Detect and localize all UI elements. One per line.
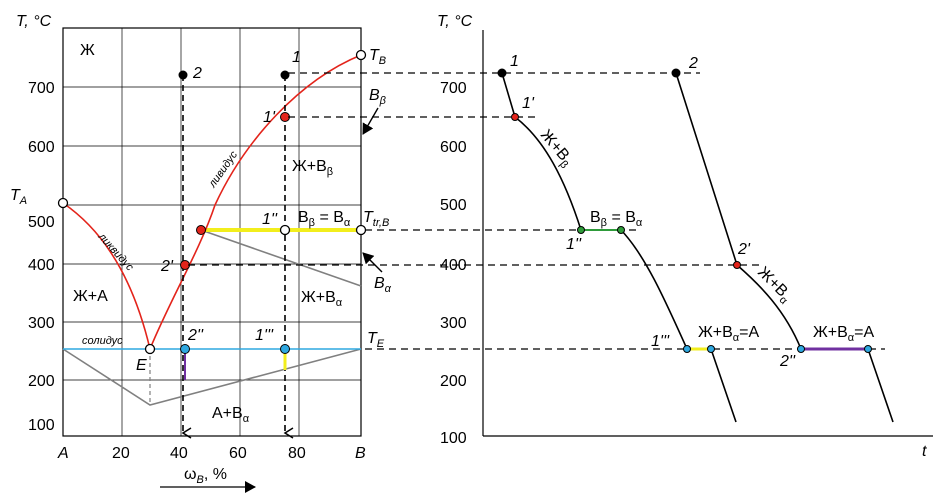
right-y-tick: 100 — [440, 430, 467, 447]
Balpha-pointer-arrow — [362, 252, 383, 273]
phase-liquid-Balpha-label: Ж+Bα — [301, 289, 343, 309]
point-2p-label: 2' — [160, 258, 174, 275]
point-1ppp-blue — [280, 344, 290, 354]
right-y-tick: 300 — [440, 315, 467, 332]
point-2pp-blue — [180, 344, 190, 354]
left-grid — [63, 28, 361, 436]
beta-alpha-solvus-line — [200, 229, 362, 287]
liquidus-left-label: ликвидус — [95, 230, 136, 274]
right-y-tick: 200 — [440, 373, 467, 390]
right-point-2p-label: 2' — [737, 241, 751, 258]
right-point-blue-end-2 — [864, 345, 872, 353]
left-x-tick: 40 — [170, 445, 188, 462]
left-x-tick: 60 — [229, 445, 247, 462]
right-transition-equality-label: Bβ = Bα — [590, 209, 643, 229]
TA-label: TA — [10, 187, 27, 207]
point-1p-label: 1' — [263, 109, 276, 126]
left-y-tick: 300 — [28, 315, 55, 332]
beta-transition-red-point — [196, 225, 206, 235]
segment-liquid-Bbeta-label: Ж+Bβ — [535, 127, 577, 171]
right-y-tick: 700 — [440, 80, 467, 97]
point-2pp-label: 2'' — [187, 327, 204, 344]
phase-liquid-Bbeta-label: Ж+Bβ — [292, 158, 333, 178]
right-y-tick-labels: 700 600 500 400 300 200 100 — [440, 80, 467, 447]
left-x-tick-labels: A 20 40 60 80 B — [57, 445, 366, 462]
right-point-green-end — [617, 226, 625, 234]
right-y-tick: 500 — [440, 197, 467, 214]
point-1-black — [280, 70, 290, 80]
point-1-label: 1 — [292, 49, 301, 66]
right-point-2-label: 2 — [688, 55, 698, 72]
point-1pp-open — [279, 224, 291, 236]
right-point-1ppp-blue — [683, 345, 691, 353]
left-x-tick: 80 — [288, 445, 306, 462]
right-point-2pp-blue — [797, 345, 805, 353]
right-point-1pp-green — [577, 226, 585, 234]
right-point-1p-red — [511, 113, 519, 121]
liquidus-left-curve — [62, 202, 151, 350]
TA-open-point — [57, 197, 69, 209]
Bbeta-pointer-arrow — [362, 107, 379, 135]
solidus-label: солидус — [82, 335, 123, 347]
left-y-tick: 100 — [28, 417, 55, 434]
right-point-2pp-label: 2'' — [779, 353, 796, 370]
left-phase-diagram: T, °C 700 600 500 400 300 200 100 A 20 4… — [10, 13, 392, 493]
right-x-axis-title: t — [922, 443, 927, 460]
right-point-1pp-label: 1'' — [566, 236, 582, 253]
left-x-tick: 20 — [112, 445, 130, 462]
TB-label: TB — [369, 47, 386, 67]
right-point-1p-label: 1' — [522, 95, 535, 112]
left-solvus-line — [62, 348, 362, 406]
point-E-label: E — [136, 357, 147, 374]
point-1pp-label: 1'' — [262, 211, 278, 228]
TE-label: TE — [367, 330, 385, 350]
right-point-1-label: 1 — [510, 53, 519, 70]
right-cooling-curves: T, °C t 700 600 500 400 300 200 100 1 1'… — [437, 13, 933, 460]
connector-lines — [188, 72, 885, 350]
TB-open-point — [355, 49, 367, 61]
left-y-axis-title: T, °C — [16, 13, 52, 30]
Balpha-label: Bα — [374, 275, 392, 295]
left-y-tick: 500 — [28, 214, 55, 231]
left-y-tick: 600 — [28, 139, 55, 156]
right-point-blue-end-1 — [707, 345, 715, 353]
right-point-2p-red — [733, 261, 741, 269]
right-y-tick: 400 — [440, 257, 467, 274]
right-y-tick: 600 — [440, 139, 467, 156]
right-y-axis-title: T, °C — [437, 13, 473, 30]
right-point-1ppp-label: 1''' — [651, 333, 670, 350]
eutectic-1-label: Ж+Bα=A — [698, 324, 760, 344]
left-y-tick: 400 — [28, 257, 55, 274]
liquidus-right-label: ливидус — [206, 149, 240, 191]
left-x-tick: B — [355, 445, 366, 462]
left-y-tick: 200 — [28, 373, 55, 390]
point-2-black — [178, 70, 188, 80]
liquidus-right-curve — [149, 54, 362, 350]
left-x-axis-title: ωB, % — [184, 466, 227, 486]
right-point-1-black — [497, 68, 507, 78]
Ttr-open-point — [355, 224, 367, 236]
phase-A-Balpha-label: А+Bα — [212, 405, 250, 425]
left-y-tick-labels: 700 600 500 400 300 200 100 — [28, 80, 55, 434]
Bbeta-label: Bβ — [369, 87, 387, 107]
point-2-label: 2 — [192, 65, 202, 82]
E-open-point — [144, 343, 156, 355]
point-1ppp-label: 1''' — [255, 327, 274, 344]
left-y-tick: 700 — [28, 80, 55, 97]
right-point-2-black — [671, 68, 681, 78]
phase-liquid-A-label: Ж+А — [73, 288, 108, 305]
transition-equality-label: Bβ = Bα — [298, 209, 351, 229]
eutectic-2-label: Ж+Bα=A — [813, 324, 875, 344]
phase-liquid-label: Ж — [80, 42, 95, 59]
left-x-tick: A — [57, 445, 69, 462]
Ttr-label: Ttr,B — [363, 209, 389, 229]
cooling-curve-1 — [501, 72, 737, 423]
